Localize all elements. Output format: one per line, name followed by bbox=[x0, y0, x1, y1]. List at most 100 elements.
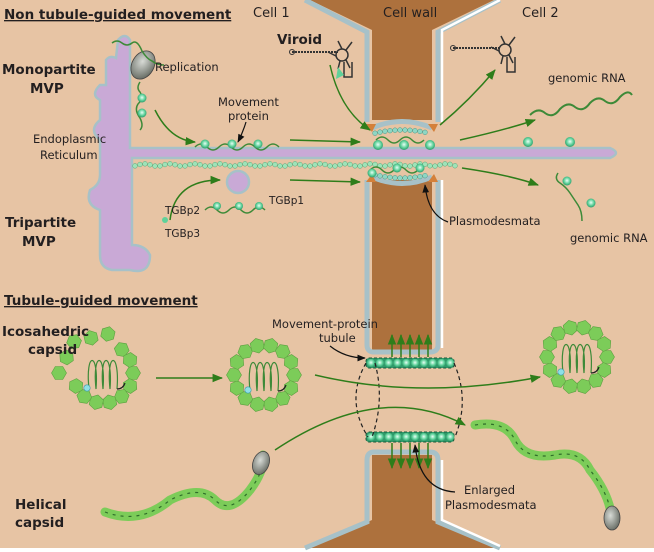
label-monopartite-1: Monopartite bbox=[2, 62, 96, 78]
label-tripartite-2: MVP bbox=[22, 234, 56, 250]
capsid-subunit bbox=[68, 378, 84, 394]
bead bbox=[322, 161, 328, 168]
tubule-subunit bbox=[419, 358, 428, 368]
bead bbox=[407, 175, 413, 181]
plasmodesmata-proteins bbox=[367, 136, 435, 178]
capsid-subunit bbox=[539, 350, 555, 364]
capsid-subunit bbox=[113, 389, 130, 404]
capsid-subunit bbox=[274, 391, 291, 406]
bead bbox=[257, 163, 263, 169]
bead bbox=[267, 161, 273, 167]
bead bbox=[432, 163, 438, 169]
capsid-subunit bbox=[562, 320, 578, 336]
label-er-1: Endoplasmic bbox=[33, 132, 106, 146]
label-enlarged-1: Enlarged bbox=[464, 483, 515, 497]
rna-tail bbox=[277, 384, 287, 392]
label-er-2: Reticulum bbox=[40, 148, 98, 162]
capsid-subunit bbox=[263, 396, 279, 412]
bead bbox=[207, 163, 213, 169]
label-mp-tubule-2: tubule bbox=[319, 331, 356, 345]
capsid-subunit bbox=[542, 336, 558, 352]
bead bbox=[167, 161, 173, 167]
bead bbox=[242, 161, 248, 167]
bead bbox=[307, 163, 313, 169]
bead bbox=[407, 163, 413, 169]
bead bbox=[157, 163, 163, 169]
capsid-arrows bbox=[156, 373, 542, 451]
bead bbox=[312, 162, 318, 168]
capsid-subunit bbox=[226, 368, 242, 382]
replication-complex bbox=[111, 40, 165, 131]
tubule-subunit bbox=[428, 432, 437, 442]
plasmodesmata-opening bbox=[366, 119, 438, 186]
bead bbox=[192, 161, 198, 167]
bead bbox=[392, 127, 398, 133]
bead bbox=[392, 175, 398, 181]
tubule-subunit bbox=[384, 432, 393, 442]
bead bbox=[377, 129, 383, 135]
label-genomic-rna-top: genomic RNA bbox=[548, 71, 626, 85]
bead bbox=[162, 161, 168, 168]
bead bbox=[357, 163, 363, 169]
bead bbox=[407, 127, 413, 133]
bead bbox=[327, 163, 333, 169]
genomic-rna-bottom bbox=[555, 172, 596, 222]
bead bbox=[362, 162, 368, 168]
capsid-subunit bbox=[122, 378, 138, 394]
tubule-subunit bbox=[446, 358, 455, 368]
capsid-subunit bbox=[249, 396, 265, 412]
capsid-subunit bbox=[550, 326, 567, 341]
tubule-subunit bbox=[393, 358, 402, 368]
rna-tail bbox=[590, 366, 600, 374]
bead bbox=[387, 174, 393, 181]
bead bbox=[132, 163, 138, 169]
tubule-subunit bbox=[446, 432, 455, 442]
heading-tubule: Tubule-guided movement bbox=[4, 293, 198, 309]
tubule-subunit bbox=[437, 358, 446, 368]
tubule-subunit bbox=[384, 358, 393, 368]
capsid-subunit bbox=[283, 354, 299, 370]
mp-tubule-top bbox=[365, 357, 455, 369]
capsid-subunit bbox=[229, 380, 245, 396]
capsid-rna bbox=[561, 343, 593, 374]
capsid bbox=[539, 320, 615, 394]
capsid-subunit bbox=[100, 326, 116, 342]
capsid-subunit bbox=[102, 394, 118, 410]
capsid bbox=[226, 338, 302, 412]
label-tripartite-1: Tripartite bbox=[5, 215, 76, 231]
label-plasmodesmata: Plasmodesmata bbox=[449, 214, 541, 228]
label-cell1: Cell 1 bbox=[253, 6, 290, 21]
bead bbox=[442, 161, 448, 167]
bead bbox=[317, 161, 323, 167]
bead bbox=[282, 163, 288, 169]
bead bbox=[372, 130, 378, 136]
bottom-border bbox=[0, 548, 654, 552]
capsid-subunit bbox=[596, 362, 612, 378]
capsid-subunit bbox=[283, 380, 299, 396]
bead bbox=[297, 161, 303, 168]
bead bbox=[377, 173, 383, 179]
capsid-subunit bbox=[229, 354, 245, 370]
bead bbox=[382, 163, 388, 169]
tubule-dashed-outline bbox=[355, 362, 463, 438]
tubule-subunit bbox=[366, 358, 376, 368]
label-viroid: Viroid bbox=[277, 32, 322, 48]
label-movement-protein-1: Movement bbox=[218, 95, 279, 109]
tubule-subunit bbox=[375, 358, 384, 368]
bead bbox=[342, 161, 348, 167]
bead bbox=[212, 161, 218, 168]
bead bbox=[237, 161, 243, 168]
tubule-subunit bbox=[402, 358, 411, 368]
capsid-subunit bbox=[587, 373, 604, 388]
label-genomic-rna-bottom: genomic RNA bbox=[570, 231, 648, 245]
capsid-subunit bbox=[587, 326, 604, 341]
tubule-subunit bbox=[419, 432, 428, 442]
helical-capsid-cell2 bbox=[470, 419, 621, 531]
label-icosahedric-1: Icosahedric bbox=[2, 324, 89, 340]
bead bbox=[292, 161, 298, 167]
bead bbox=[417, 173, 423, 180]
rna-tail bbox=[116, 382, 126, 390]
capsid-subunit bbox=[576, 320, 592, 336]
bead bbox=[172, 162, 178, 168]
